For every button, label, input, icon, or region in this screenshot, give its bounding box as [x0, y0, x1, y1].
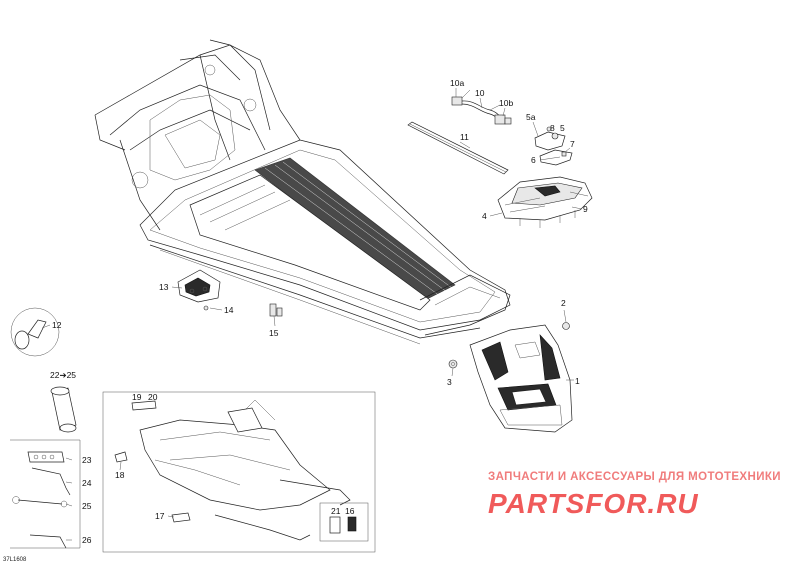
callout-3: 3 — [447, 377, 452, 387]
footrest-bracket-drawing — [177, 269, 221, 311]
callout-22-25: 22➔25 — [50, 370, 76, 380]
watermark: ЗАПЧАСТИ И АКСЕССУАРЫ ДЛЯ МОТОТЕХНИКИ PA… — [488, 471, 781, 519]
callout-7: 7 — [570, 139, 575, 149]
callout-17: 17 — [155, 511, 165, 521]
callout-6: 6 — [531, 155, 536, 165]
sled-overview-drawing — [102, 391, 376, 553]
leader-lines — [41, 88, 583, 541]
callout-10: 10 — [475, 88, 485, 98]
callout-20: 20 — [148, 392, 158, 402]
chassis-frame-drawing — [94, 39, 511, 345]
callout-21: 21 — [331, 506, 341, 516]
callout-9: 9 — [583, 204, 588, 214]
callout-26: 26 — [82, 535, 92, 545]
wiring-harness-drawing — [451, 89, 512, 125]
taillight-bracket-drawing — [534, 126, 573, 166]
callout-14: 14 — [224, 305, 234, 315]
callout-15: 15 — [269, 328, 279, 338]
callout-10b: 10b — [499, 98, 513, 108]
callout-23: 23 — [82, 455, 92, 465]
callout-24: 24 — [82, 478, 92, 488]
callout-5a: 5a — [526, 112, 536, 122]
callout-10a: 10a — [450, 78, 464, 88]
small-clip-drawing — [269, 303, 283, 317]
callout-8: 8 — [550, 123, 555, 133]
callout-4: 4 — [482, 211, 487, 221]
callout-19: 19 — [132, 392, 142, 402]
watermark-logo: PARTSFOR.RU — [488, 488, 699, 519]
callout-labels: 10a 10 10b 5a 8 5 11 7 6 4 9 13 14 15 12… — [3, 78, 588, 563]
callout-12: 12 — [52, 320, 62, 330]
callout-5: 5 — [560, 123, 565, 133]
trim-strip-drawing — [407, 121, 509, 175]
callout-16: 16 — [345, 506, 355, 516]
rear-light-housing-drawing — [497, 176, 593, 228]
snowflap-drawing — [448, 322, 573, 433]
drawing-code: 37L1608 — [3, 557, 27, 563]
watermark-tagline: ЗАПЧАСТИ И АКСЕССУАРЫ ДЛЯ МОТОТЕХНИКИ — [488, 471, 781, 483]
mirror-cap-drawing — [10, 307, 60, 357]
callout-1: 1 — [575, 376, 580, 386]
callout-18: 18 — [115, 470, 125, 480]
callout-25: 25 — [82, 501, 92, 511]
callout-11: 11 — [460, 132, 469, 142]
callout-13: 13 — [159, 282, 169, 292]
callout-2: 2 — [561, 298, 566, 308]
tool-kit-drawing — [10, 386, 81, 549]
tunnel-deck-ribs — [254, 157, 456, 301]
